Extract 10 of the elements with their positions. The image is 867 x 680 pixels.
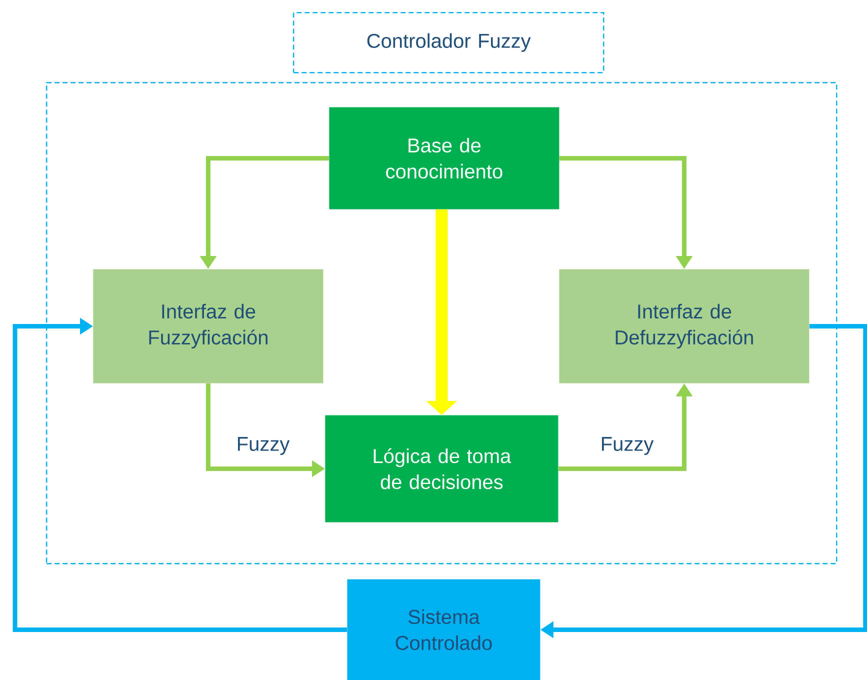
arrow [12,318,347,632]
title-box: Controlador Fuzzy [293,12,604,74]
process-box: Lógica de toma de decisiones [325,415,558,522]
system-box: Sistema Controlado [347,579,540,680]
process-box: Interfaz de Defuzzyficación [559,269,810,384]
edge-label: Fuzzy [602,437,654,455]
dashed-frame [46,82,838,564]
process-box: Base de conocimiento [329,107,560,210]
edge-label: Fuzzy [238,437,290,455]
process-box: Interfaz de Fuzzyficación [93,269,324,384]
